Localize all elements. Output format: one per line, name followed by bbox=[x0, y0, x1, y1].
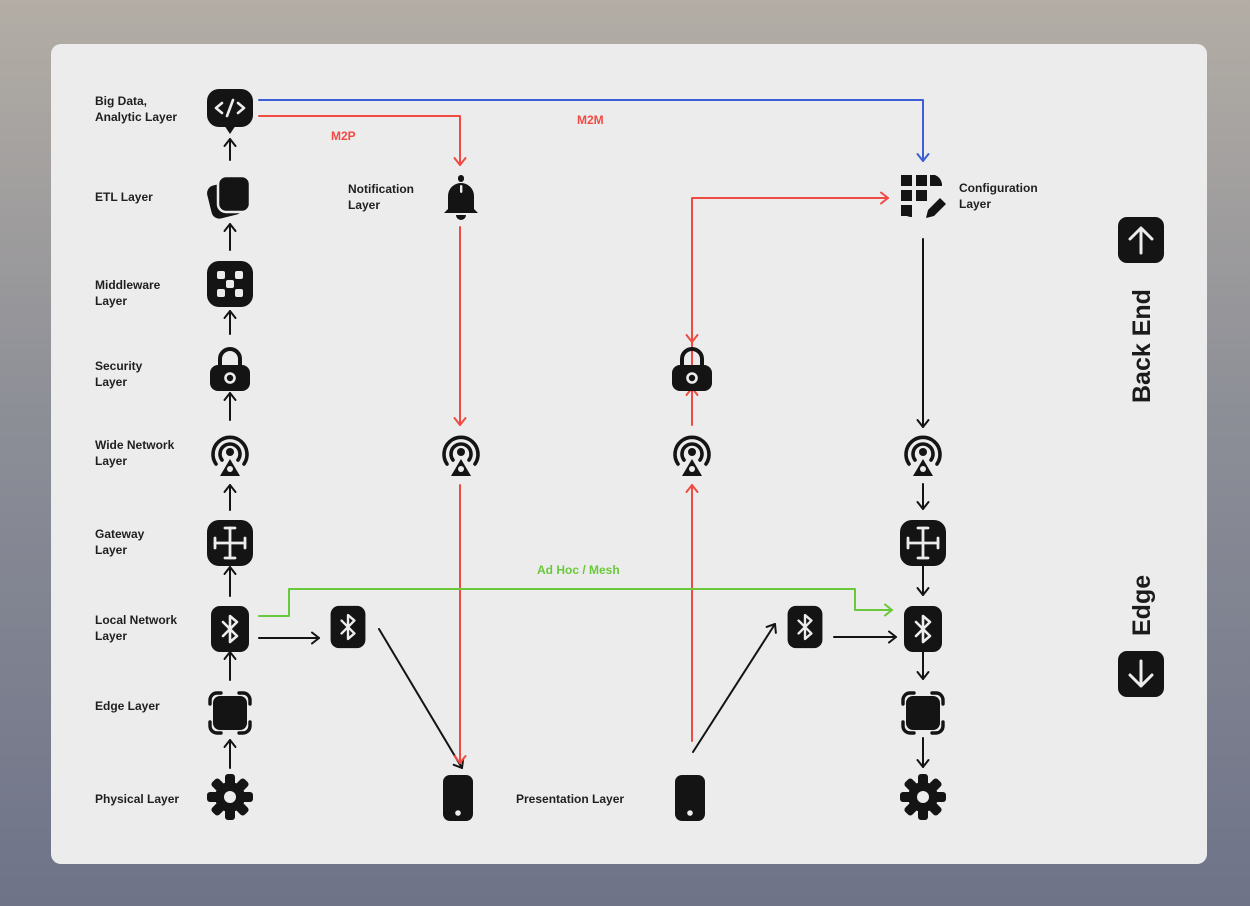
bluetooth-icon bbox=[903, 605, 943, 653]
label-back-end: Back End bbox=[1128, 289, 1156, 403]
label-edge-side: Edge bbox=[1128, 575, 1156, 636]
config-grid-icon bbox=[901, 175, 946, 218]
label-wide-network: Wide Network Layer bbox=[95, 438, 178, 468]
phone-icon bbox=[675, 775, 705, 821]
broadcast-icon bbox=[211, 435, 249, 478]
arrow-down-icon bbox=[1117, 650, 1165, 698]
broadcast-icon bbox=[904, 435, 942, 478]
phone-icon bbox=[443, 775, 473, 821]
gateway-icon bbox=[899, 519, 947, 567]
lock-icon bbox=[208, 347, 252, 392]
bluetooth-icon bbox=[210, 605, 250, 653]
edge-chip-icon bbox=[901, 691, 945, 735]
bluetooth-icon bbox=[329, 605, 367, 649]
side-labels: Back End Edge bbox=[1128, 289, 1156, 636]
label-presentation: Presentation Layer bbox=[516, 792, 624, 806]
arrow-up-icon bbox=[1117, 216, 1165, 264]
bell-icon bbox=[444, 175, 478, 220]
label-gateway: Gateway Layer bbox=[95, 527, 148, 557]
connectors bbox=[223, 99, 930, 769]
label-mesh: Ad Hoc / Mesh bbox=[537, 563, 620, 577]
etl-icon bbox=[206, 174, 252, 221]
label-security: Security Layer bbox=[95, 359, 146, 389]
gear-icon bbox=[900, 774, 946, 820]
label-m2p: M2P bbox=[331, 129, 356, 143]
label-notification: Notification Layer bbox=[348, 182, 417, 212]
broadcast-icon bbox=[673, 435, 711, 478]
gear-icon bbox=[207, 774, 253, 820]
diagram-card: Big Data, Analytic Layer ETL Layer Middl… bbox=[51, 44, 1207, 864]
label-configuration: Configuration Layer bbox=[959, 181, 1041, 211]
code-icon bbox=[206, 87, 254, 135]
gateway-icon bbox=[206, 519, 254, 567]
edge-chip-icon bbox=[208, 691, 252, 735]
layer-labels: Big Data, Analytic Layer ETL Layer Middl… bbox=[95, 94, 1041, 806]
label-etl: ETL Layer bbox=[95, 190, 153, 204]
label-big-data: Big Data, Analytic Layer bbox=[95, 94, 177, 124]
label-local-network: Local Network Layer bbox=[95, 613, 180, 643]
label-m2m: M2M bbox=[577, 113, 604, 127]
label-edge: Edge Layer bbox=[95, 699, 160, 713]
broadcast-icon bbox=[442, 435, 480, 478]
iot-layer-diagram: Big Data, Analytic Layer ETL Layer Middl… bbox=[95, 87, 1165, 821]
label-physical: Physical Layer bbox=[95, 792, 179, 806]
bluetooth-icon bbox=[786, 605, 824, 649]
label-middleware: Middleware Layer bbox=[95, 278, 164, 308]
middleware-icon bbox=[207, 261, 253, 307]
connection-labels: M2P M2M Ad Hoc / Mesh bbox=[331, 113, 620, 577]
